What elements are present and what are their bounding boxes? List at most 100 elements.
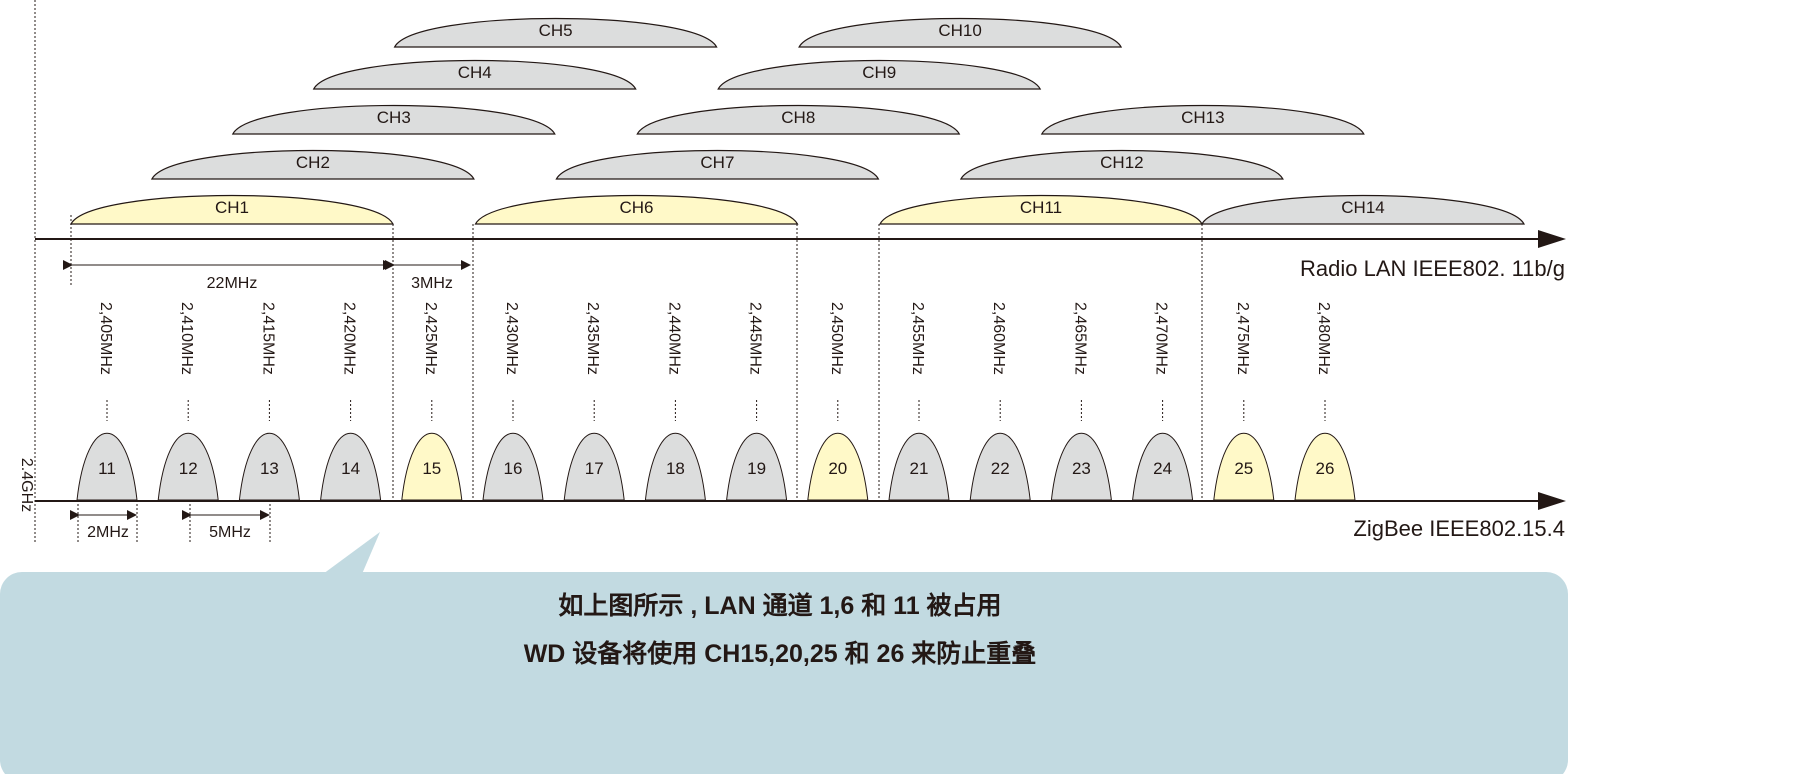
zigbee-channel-22: 22 2,460MHz bbox=[969, 302, 1031, 501]
zigbee-channel-18: 18 2,440MHz bbox=[644, 302, 706, 501]
zigbee-channel-peak bbox=[969, 433, 1031, 501]
zigbee-channel-peak bbox=[1132, 433, 1194, 501]
wifi-channel-label: CH10 bbox=[938, 21, 981, 40]
wifi-axis-label: Radio LAN IEEE802. 11b/g bbox=[1300, 256, 1565, 281]
wifi-channel-label: CH14 bbox=[1341, 198, 1384, 217]
callout-tail bbox=[323, 532, 380, 574]
wifi-channel-ch11: CH11 bbox=[878, 194, 1204, 225]
wifi-channel-arc bbox=[555, 149, 880, 180]
zigbee-channel-14: 14 2,420MHz bbox=[320, 302, 382, 501]
zigbee-channel-peak bbox=[1050, 433, 1112, 501]
zigbee-channel-frequency: 2,460MHz bbox=[990, 302, 1007, 375]
zigbee-channel-peak bbox=[726, 433, 788, 501]
zigbee-channel-16: 162,430MHz bbox=[482, 302, 544, 501]
zigbee-channel-frequency: 2,445MHz bbox=[747, 302, 764, 375]
wifi-channel-arc bbox=[1200, 194, 1526, 225]
zigbee-channel-12: 12 2,410MHz bbox=[157, 302, 219, 501]
zigbee-channel-frequency: 2,410MHz bbox=[178, 302, 195, 375]
wifi-channel-ch5: CH5 bbox=[393, 17, 718, 48]
zigbee-channel-frequency: 2,420MHz bbox=[341, 302, 358, 375]
wifi-channel-arc bbox=[393, 17, 718, 48]
zigbee-width-label: 2MHz bbox=[87, 524, 129, 541]
wifi-channel-arc bbox=[878, 194, 1204, 225]
zigbee-channel-frequency: 2,425MHz bbox=[422, 302, 439, 375]
wifi-channel-label: CH1 bbox=[215, 198, 249, 217]
zigbee-channel-peak bbox=[1294, 433, 1356, 501]
zigbee-channel-25: 25 2,475MHz bbox=[1213, 302, 1275, 501]
wifi-channel-arc bbox=[959, 149, 1284, 180]
band-label: 2.4GHz bbox=[18, 458, 35, 512]
wifi-channel-arc bbox=[636, 104, 961, 135]
zigbee-channel-peak bbox=[644, 433, 706, 501]
zigbee-channel-frequency: 2,440MHz bbox=[665, 302, 682, 375]
wifi-channel-label: CH7 bbox=[700, 153, 734, 172]
callout: 如上图所示 , LAN 通道 1,6 和 11 被占用 WD 设备将使用 CH1… bbox=[0, 532, 1568, 774]
wifi-channel-arc bbox=[150, 149, 475, 180]
zigbee-channel-21: 21 2,455MHz bbox=[888, 302, 950, 501]
zigbee-channels: 112,405MHz 12 2,410MHz 13 2,415MHz 14 2,420MHz… bbox=[76, 302, 1356, 501]
zigbee-channel-frequency: 2,430MHz bbox=[503, 302, 520, 375]
wifi-channel-ch13: CH13 bbox=[1040, 104, 1365, 135]
zigbee-channel-number: 13 bbox=[260, 459, 279, 478]
zigbee-channel-23: 23 2,465MHz bbox=[1050, 302, 1112, 501]
zigbee-channel-frequency: 2,405MHz bbox=[97, 302, 114, 375]
zigbee-channel-frequency: 2,480MHz bbox=[1315, 302, 1332, 375]
wifi-channel-ch14: CH14 bbox=[1200, 194, 1526, 225]
zigbee-channel-26: 26 2,480MHz bbox=[1294, 302, 1356, 501]
zigbee-channel-24: 242,470MHz bbox=[1132, 302, 1194, 501]
zigbee-spacing-label: 5MHz bbox=[209, 524, 251, 541]
zigbee-channel-peak bbox=[320, 433, 382, 501]
zigbee-channel-frequency: 2,450MHz bbox=[828, 302, 845, 375]
callout-line-1: 如上图所示 , LAN 通道 1,6 和 11 被占用 bbox=[558, 591, 1001, 620]
zigbee-channel-number: 14 bbox=[341, 459, 360, 478]
zigbee-channel-peak bbox=[888, 433, 950, 501]
wifi-channel-label: CH12 bbox=[1100, 153, 1143, 172]
zigbee-channel-peak bbox=[807, 433, 869, 501]
callout-line-2: WD 设备将使用 CH15,20,25 和 26 来防止重叠 bbox=[524, 639, 1037, 668]
zigbee-channel-number: 15 bbox=[422, 459, 441, 478]
wifi-channel-label: CH3 bbox=[377, 108, 411, 127]
wifi-channel-ch10: CH10 bbox=[798, 17, 1123, 48]
zigbee-channel-number: 26 bbox=[1316, 459, 1335, 478]
zigbee-channel-number: 23 bbox=[1072, 459, 1091, 478]
wifi-channel-arc bbox=[231, 104, 556, 135]
wifi-channel-arc bbox=[798, 17, 1123, 48]
wifi-channel-ch4: CH4 bbox=[312, 59, 637, 90]
zigbee-channel-number: 20 bbox=[828, 459, 847, 478]
zigbee-channel-number: 12 bbox=[179, 459, 198, 478]
wifi-channel-ch8: CH8 bbox=[636, 104, 961, 135]
zigbee-channel-number: 22 bbox=[991, 459, 1010, 478]
zigbee-channel-peak bbox=[401, 433, 463, 501]
zigbee-channel-frequency: 2,435MHz bbox=[584, 302, 601, 375]
callout-box bbox=[0, 572, 1568, 774]
zigbee-channel-number: 25 bbox=[1234, 459, 1253, 478]
zigbee-channel-13: 13 2,415MHz bbox=[238, 302, 300, 501]
zigbee-channel-19: 192,445MHz bbox=[726, 302, 788, 501]
wifi-channel-arc bbox=[474, 194, 799, 225]
zigbee-channel-peak bbox=[482, 433, 544, 501]
wifi-channels: CH1CH2CH3CH4CH5CH6CH7CH8CH9CH10CH11CH12C… bbox=[69, 17, 1526, 225]
wifi-channel-arc bbox=[717, 59, 1042, 90]
zigbee-channel-number: 18 bbox=[666, 459, 685, 478]
zigbee-channel-peak bbox=[238, 433, 300, 501]
zigbee-channel-20: 20 2,450MHz bbox=[807, 302, 869, 501]
zigbee-channel-17: 172,435MHz bbox=[563, 302, 625, 501]
zigbee-channel-frequency: 2,475MHz bbox=[1234, 302, 1251, 375]
zigbee-channel-11: 112,405MHz bbox=[76, 302, 138, 501]
zigbee-channel-frequency: 2,415MHz bbox=[259, 302, 276, 375]
zigbee-channel-number: 21 bbox=[910, 459, 929, 478]
zigbee-channel-frequency: 2,465MHz bbox=[1071, 302, 1088, 375]
wifi-gap-label: 3MHz bbox=[411, 275, 453, 292]
wifi-channel-ch7: CH7 bbox=[555, 149, 880, 180]
zigbee-channel-frequency: 2,455MHz bbox=[909, 302, 926, 375]
wifi-channel-label: CH13 bbox=[1181, 108, 1224, 127]
wifi-channel-ch9: CH9 bbox=[717, 59, 1042, 90]
wifi-channel-ch12: CH12 bbox=[959, 149, 1284, 180]
wifi-channel-arc bbox=[1040, 104, 1365, 135]
wifi-axis-arrow-icon bbox=[1538, 230, 1566, 248]
wifi-channel-label: CH6 bbox=[619, 198, 653, 217]
wifi-channel-label: CH8 bbox=[781, 108, 815, 127]
zigbee-axis-arrow-icon bbox=[1538, 492, 1566, 510]
zigbee-channel-frequency: 2,470MHz bbox=[1153, 302, 1170, 375]
